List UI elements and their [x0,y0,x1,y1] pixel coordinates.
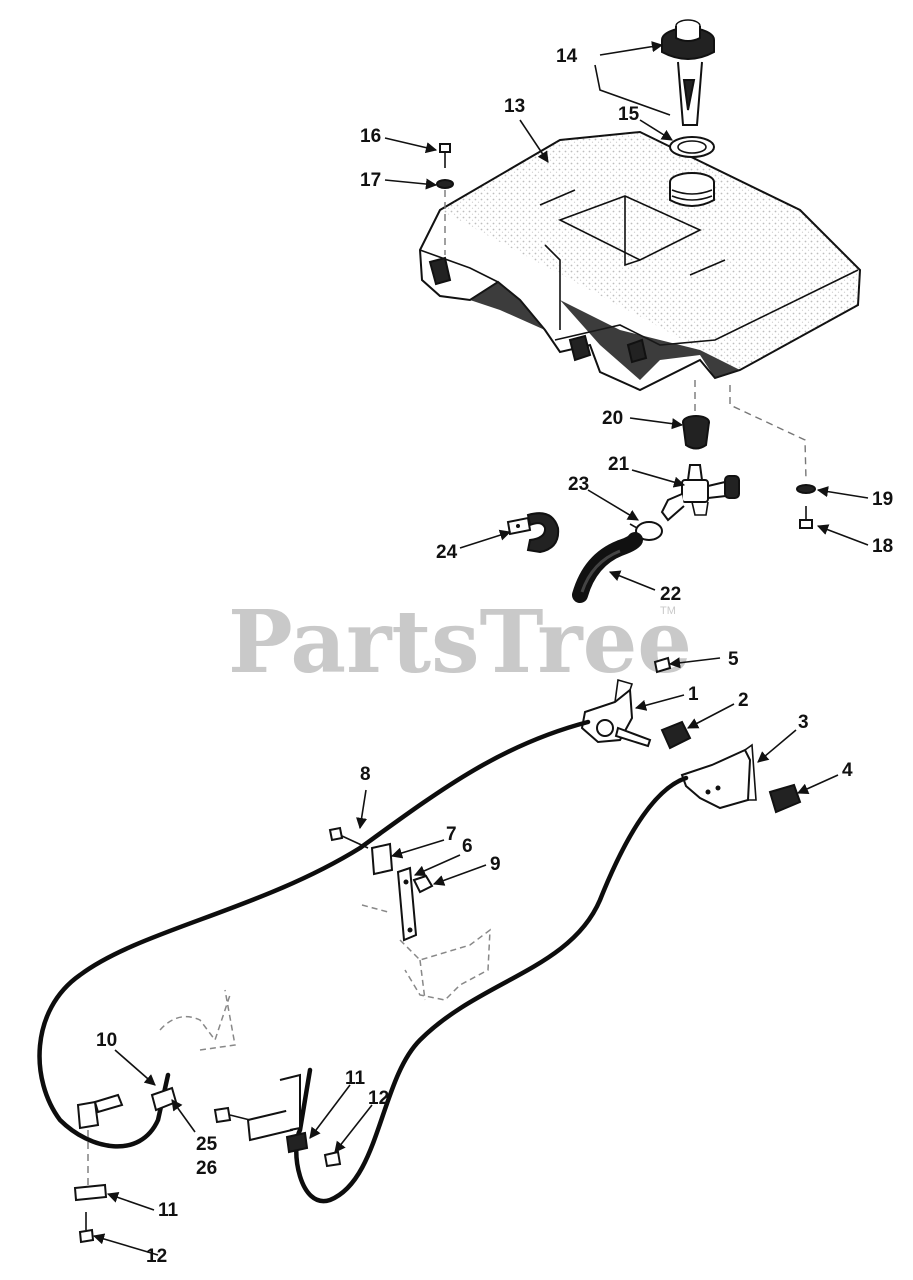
carburetor-ghost [159,989,236,1051]
throttle-knob [660,720,692,750]
callout-23: 23 [568,474,589,495]
callout-17: 17 [360,170,381,191]
shutoff-valve [660,464,740,522]
fuel-tank [418,130,862,392]
callout-14: 14 [556,46,578,67]
alignment-line [729,385,807,481]
washer [796,484,816,494]
callout-4: 4 [842,760,853,781]
engine-bracket-ghost [361,904,491,1001]
fuel-cap-gasket [669,136,715,158]
screw [439,143,451,168]
callout-labels: 1 2 3 4 5 6 7 8 9 10 11 11 12 12 13 14 1… [96,46,893,1267]
cable-clip [73,1183,108,1202]
callout-9: 9 [490,854,501,875]
watermark-trademark: TM [660,605,676,617]
fuel-cap [661,19,715,126]
callout-5: 5 [728,649,739,670]
callout-3: 3 [798,712,809,733]
fuel-line [572,532,643,603]
callout-13: 13 [504,96,525,117]
mounting-bracket [396,866,418,942]
callout-22: 22 [660,584,681,605]
callout-16: 16 [360,126,381,147]
throttle-control-bracket [580,678,652,748]
throttle-cable [37,719,591,1149]
screw [323,1150,342,1168]
choke-cable [294,775,689,1204]
screw [78,1212,95,1244]
cable-clamp [506,512,560,554]
leader-lines [92,41,869,1256]
cable-clip [370,842,394,876]
callout-21: 21 [608,454,630,475]
callout-1: 1 [688,684,699,705]
callout-26: 26 [196,1158,217,1179]
screw [799,506,813,529]
cable-mount-bracket [246,1073,309,1154]
callout-15: 15 [618,104,640,125]
callout-20: 20 [602,408,623,429]
callout-18: 18 [872,536,893,557]
callout-8: 8 [360,764,371,785]
callout-19: 19 [872,489,893,510]
callout-12: 12 [146,1246,167,1267]
fuel-bushing [682,415,710,450]
callout-6: 6 [462,836,473,857]
callout-11: 11 [345,1068,366,1089]
anchor-bracket [76,1093,124,1130]
screw [213,1106,251,1124]
callout-7: 7 [446,824,457,845]
nut [412,874,434,894]
callout-2: 2 [738,690,749,711]
choke-control-bracket [680,743,757,810]
callout-25: 25 [196,1134,218,1155]
callout-10: 10 [96,1030,117,1051]
washer [436,179,454,189]
hose-clamp [629,521,663,541]
cable-clamp [150,1086,178,1112]
callout-24: 24 [436,542,458,563]
choke-knob [768,783,802,814]
screw [328,826,369,849]
watermark-brand: PartsTree [228,592,692,693]
callout-11: 11 [158,1200,179,1221]
callout-12: 12 [368,1088,389,1109]
